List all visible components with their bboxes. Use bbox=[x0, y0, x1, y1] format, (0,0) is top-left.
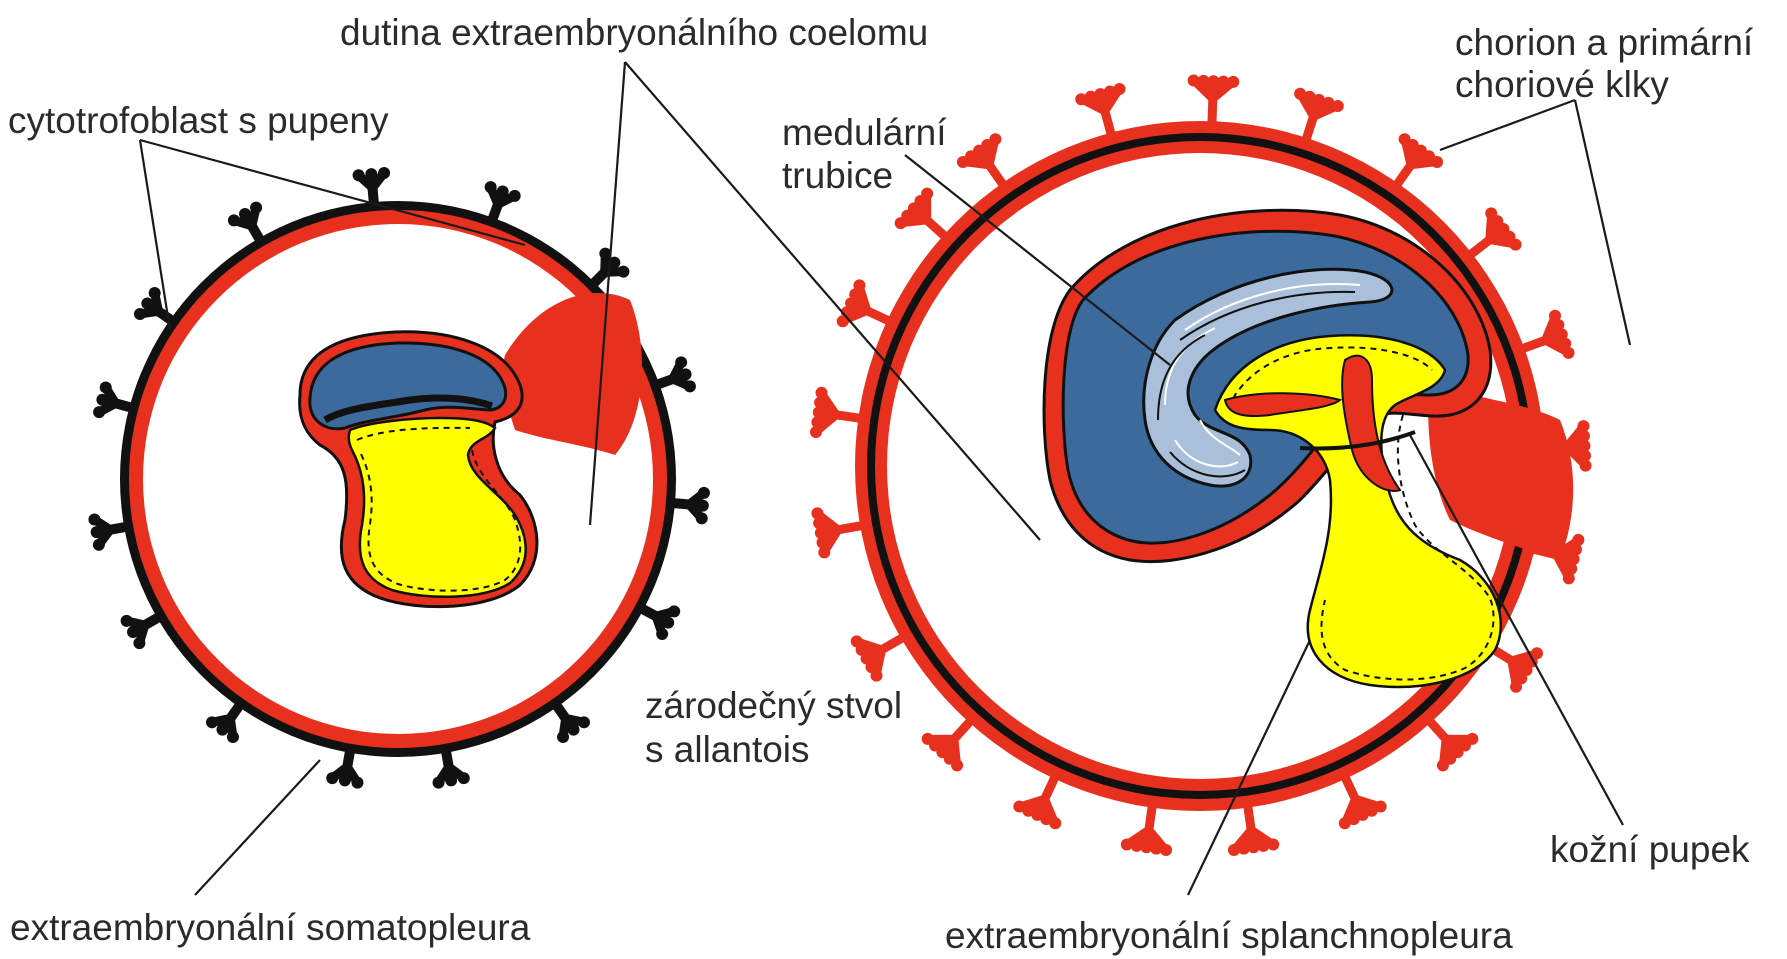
chorionic-villus bbox=[1394, 133, 1443, 188]
label-stalk-line1: zárodečný stvol bbox=[645, 685, 902, 726]
chorionic-villus bbox=[1075, 83, 1125, 139]
chorionic-villus bbox=[1228, 802, 1279, 856]
leader-chorion-2 bbox=[1575, 100, 1630, 345]
cytotrophoblast-bud bbox=[206, 702, 242, 743]
cytotrophoblast-bud bbox=[554, 702, 590, 743]
chorionic-villus bbox=[922, 718, 973, 771]
chorionic-villus bbox=[1467, 207, 1521, 257]
leader-somatopleura bbox=[195, 760, 320, 895]
chorionic-villus bbox=[837, 279, 893, 327]
chorionic-villus bbox=[1121, 802, 1172, 856]
label-chorion-line2: choriové klky bbox=[1455, 64, 1669, 105]
chorionic-villus bbox=[957, 133, 1006, 188]
label-coelom: dutina extraembryonálního coelomu bbox=[340, 12, 928, 53]
leader-chorion-1 bbox=[1440, 100, 1575, 150]
label-chorion-line1: chorion a primární bbox=[1455, 22, 1754, 63]
label-neural-tube-line2: trubice bbox=[782, 155, 893, 196]
chorionic-villus bbox=[811, 507, 866, 558]
label-somatopleura: extraembryonální somatopleura bbox=[10, 907, 531, 948]
chorionic-villus bbox=[1339, 773, 1387, 829]
chorionic-villus bbox=[1427, 718, 1478, 771]
chorionic-villus bbox=[895, 188, 948, 239]
label-splanchnopleura: extraembryonální splanchnopleura bbox=[945, 915, 1513, 956]
chorionic-villus bbox=[851, 635, 907, 681]
chorionic-villus bbox=[1519, 310, 1575, 359]
chorionic-villus bbox=[1188, 75, 1240, 128]
cytotrophoblast-bud bbox=[638, 605, 680, 640]
cytotrophoblast-bud bbox=[121, 615, 163, 649]
label-umbilicus: kožní pupek bbox=[1550, 829, 1750, 870]
label-cytotrophoblast: cytotrofoblast s pupeny bbox=[8, 100, 389, 141]
label-stalk-line2: s allantois bbox=[645, 729, 810, 770]
left-embryo bbox=[88, 167, 710, 789]
chorionic-villus bbox=[1294, 88, 1344, 144]
cytotrophoblast-bud bbox=[228, 202, 262, 244]
chorionic-villus bbox=[1013, 773, 1061, 829]
chorionic-villus bbox=[1487, 646, 1543, 693]
chorionic-villus bbox=[810, 387, 864, 438]
label-neural-tube-line1: medulární bbox=[782, 112, 947, 153]
right-embryo bbox=[810, 75, 1592, 856]
